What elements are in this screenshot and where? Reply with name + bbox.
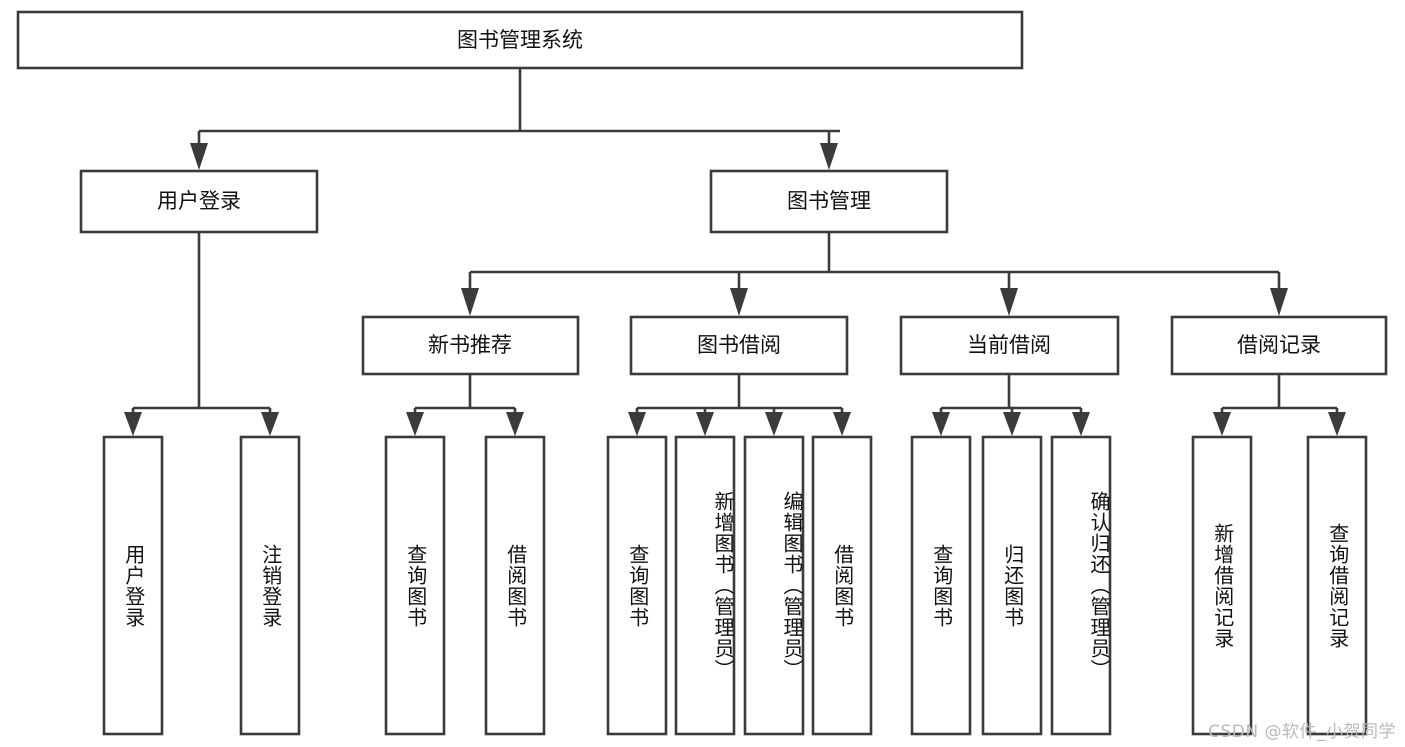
leaf-return-book-box[interactable]	[981, 435, 1043, 736]
leaf-boxes	[102, 435, 1368, 736]
arrow-head-leaf-return-book	[1003, 412, 1021, 436]
node-new-book-rec-box[interactable]	[361, 315, 580, 376]
node-current-borrow-label: 当前借阅	[967, 333, 1051, 357]
node-root[interactable]: 图书管理系统	[16, 10, 1024, 70]
arrow-head-book-borrow	[730, 288, 748, 316]
edge-group-root	[190, 68, 840, 170]
node-current-borrow-box[interactable]	[899, 315, 1120, 376]
arrow-head-book-manage	[820, 143, 838, 170]
node-book-borrow-box[interactable]	[629, 315, 849, 376]
arrow-head-leaf-query-book-3	[932, 412, 950, 436]
node-book-borrow[interactable]: 图书借阅	[629, 315, 849, 376]
leaf-query-book-2-box[interactable]	[606, 435, 668, 736]
node-user-login-box[interactable]	[79, 169, 319, 234]
node-current-borrow[interactable]: 当前借阅	[899, 315, 1120, 376]
edge-group-new-book-rec	[406, 374, 524, 436]
leaf-query-book-3-box[interactable]	[910, 435, 972, 736]
arrow-head-leaf-borrow-book-2	[833, 412, 851, 436]
node-borrow-record[interactable]: 借阅记录	[1170, 315, 1388, 376]
leaf-query-record-box[interactable]	[1306, 435, 1368, 736]
arrow-head-leaf-confirm-return	[1072, 412, 1090, 436]
arrow-head-new-book-rec	[461, 288, 479, 316]
node-new-book-rec-label: 新书推荐	[428, 333, 512, 357]
watermark-text: CSDN @软件_小贺同学	[1208, 722, 1396, 742]
arrow-head-leaf-logout	[261, 412, 279, 436]
node-new-book-rec[interactable]: 新书推荐	[361, 315, 580, 376]
node-user-login[interactable]: 用户登录	[79, 169, 319, 234]
leaf-add-record-box[interactable]	[1191, 435, 1253, 736]
node-root-label: 图书管理系统	[457, 28, 583, 52]
arrow-head-leaf-user-login	[124, 412, 142, 436]
arrow-head-leaf-query-book-1	[406, 412, 424, 436]
arrow-head-leaf-add-book	[696, 412, 714, 436]
edge-group-book-manage	[461, 232, 1288, 316]
leaf-borrow-book-2-box[interactable]	[811, 435, 873, 736]
arrow-head-leaf-borrow-book-1	[506, 412, 524, 436]
arrow-head-leaf-edit-book	[765, 412, 783, 436]
arrow-head-leaf-query-book-2	[628, 412, 646, 436]
edge-group-borrow-record	[1213, 374, 1346, 436]
leaf-borrow-book-1-box[interactable]	[484, 435, 546, 736]
node-book-manage-box[interactable]	[709, 169, 949, 234]
node-borrow-record-box[interactable]	[1170, 315, 1388, 376]
arrow-head-leaf-add-record	[1213, 412, 1231, 436]
edge-group-user-login	[124, 232, 279, 436]
leaf-edit-book-box[interactable]	[743, 435, 805, 736]
node-root-box[interactable]	[16, 10, 1024, 70]
arrow-head-leaf-query-record	[1328, 412, 1346, 436]
leaf-add-book-box[interactable]	[674, 435, 736, 736]
node-book-borrow-label: 图书借阅	[697, 333, 781, 357]
edge-group-book-borrow	[628, 374, 851, 436]
arrow-head-borrow-record	[1270, 288, 1288, 316]
edge-group-current-borrow	[932, 374, 1090, 436]
leaf-confirm-return-box[interactable]	[1050, 435, 1112, 736]
arrow-head-user-login	[190, 143, 208, 170]
arrow-head-current-borrow	[1000, 288, 1018, 316]
leaf-user-login-box[interactable]	[102, 435, 164, 736]
node-book-manage[interactable]: 图书管理	[709, 169, 949, 234]
leaf-query-book-1-box[interactable]	[384, 435, 446, 736]
node-borrow-record-label: 借阅记录	[1237, 333, 1321, 357]
leaf-logout-box[interactable]	[239, 435, 301, 736]
node-book-manage-label: 图书管理	[787, 189, 871, 213]
node-user-login-label: 用户登录	[157, 189, 241, 213]
